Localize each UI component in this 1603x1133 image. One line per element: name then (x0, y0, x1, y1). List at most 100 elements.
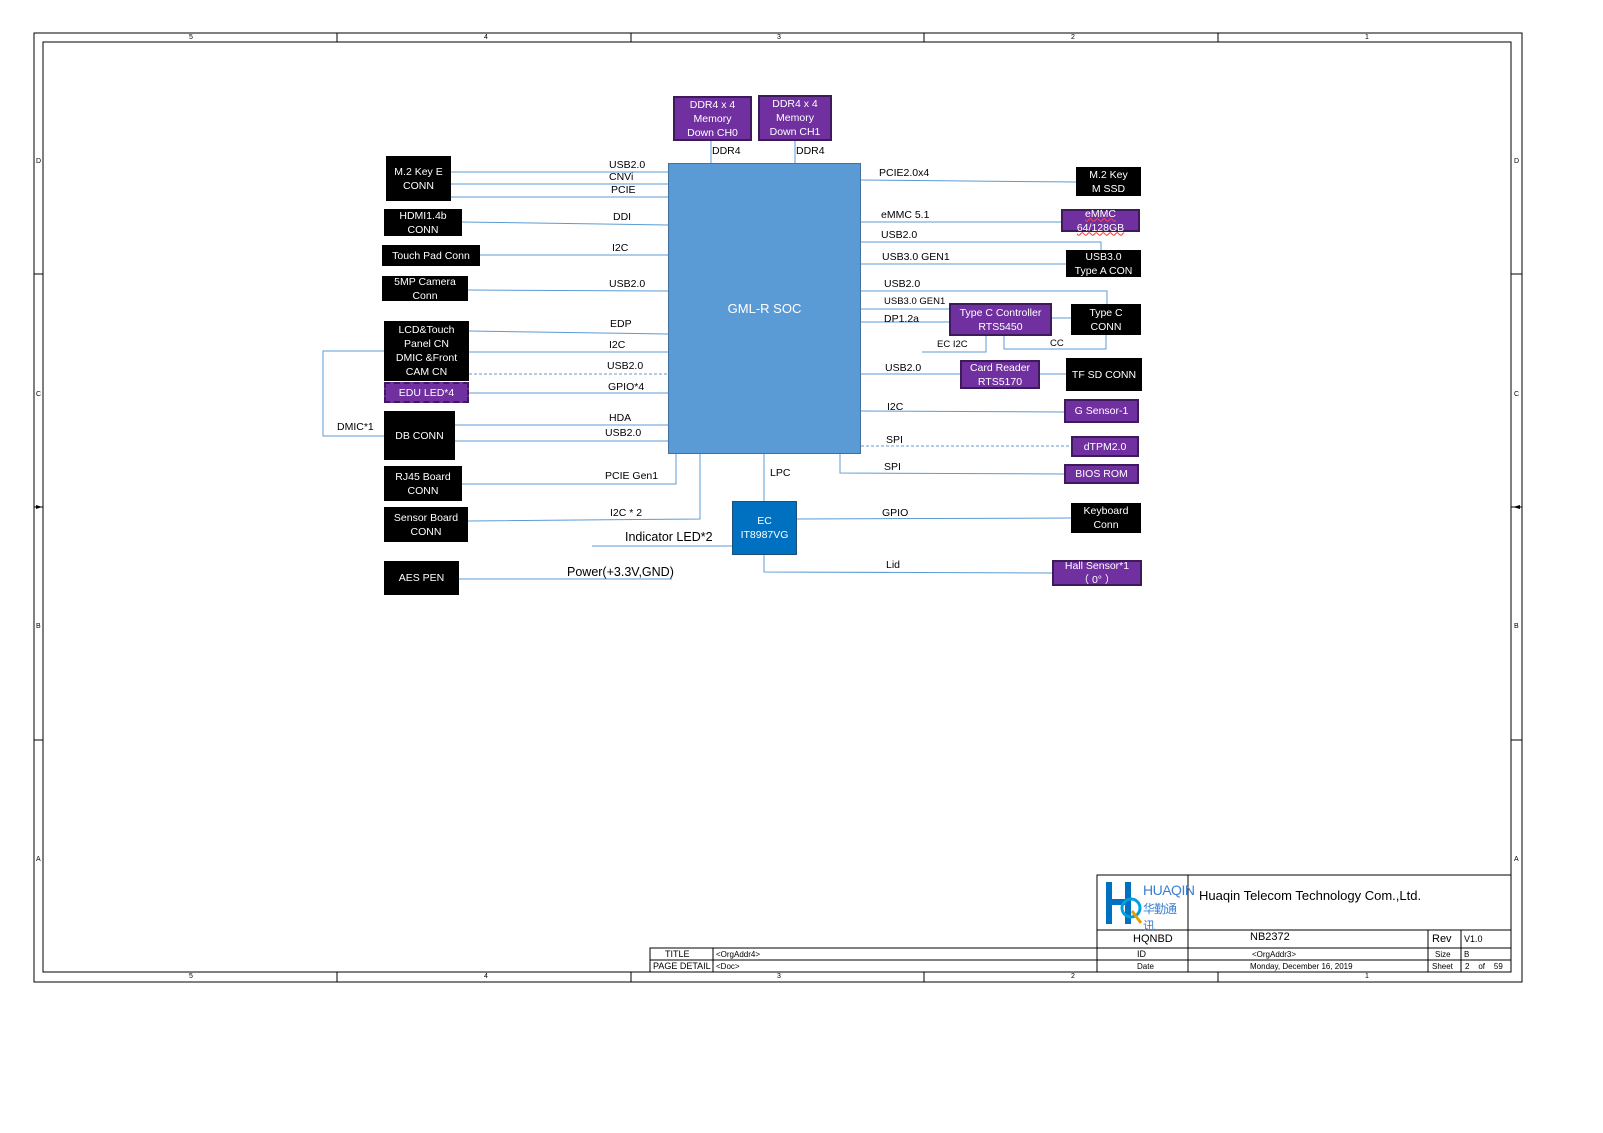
signal-label: CC (1050, 338, 1064, 349)
zone-label: C (36, 391, 42, 398)
m2-key-e-block: M.2 Key E CONN (386, 156, 451, 201)
zone-label: 1 (1365, 973, 1369, 980)
signal-label: DDR4 (712, 145, 741, 157)
hall-sensor-block: Hall Sensor*1 （ 0° ） (1052, 560, 1142, 586)
signal-label: EDP (610, 318, 632, 330)
type-c-conn-block: Type C CONN (1071, 304, 1141, 335)
signal-label: PCIE (611, 184, 636, 196)
signal-label: EC I2C (937, 339, 968, 350)
sensor-board-block: Sensor Board CONN (384, 507, 468, 542)
signal-lines (322, 141, 1108, 580)
signal-label: GPIO (882, 507, 909, 519)
aes-pen-block: AES PEN (384, 561, 459, 595)
page-detail-label: PAGE DETAIL (653, 961, 711, 971)
id-label: ID (1137, 949, 1146, 959)
page-detail-value: <Doc> (716, 962, 740, 971)
rev-label: Rev (1432, 933, 1452, 945)
signal-label: USB3.0 GEN1 (882, 251, 950, 263)
signal-label: I2C * 2 (610, 507, 643, 519)
m2-ssd-block: M.2 Key M SSD (1076, 167, 1141, 196)
zone-label: 5 (189, 34, 193, 41)
zone-label: D (1514, 158, 1520, 165)
ec-block: EC IT8987VG (732, 501, 797, 555)
signal-label: I2C (612, 242, 629, 254)
signal-label: SPI (884, 461, 901, 473)
signal-label: DDR4 (796, 145, 825, 157)
signal-label: PCIE Gen1 (605, 470, 659, 482)
signal-label: HDA (609, 412, 632, 424)
left-center-marker (36, 505, 42, 509)
signal-label: LPC (770, 467, 791, 479)
hqnbd-label: HQNBD (1133, 933, 1173, 945)
zone-label: 2 (1071, 34, 1075, 41)
signal-label: USB2.0 (609, 278, 646, 290)
company-logo: HUAQIN 华勤通讯 (1101, 878, 1195, 933)
sheet-label: Sheet (1432, 962, 1453, 971)
signal-label: USB2.0 (605, 427, 642, 439)
bios-rom-block: BIOS ROM (1064, 464, 1139, 484)
title-label: TITLE (665, 949, 690, 959)
signal-label: Indicator LED*2 (625, 530, 713, 544)
zone-label: D (36, 158, 42, 165)
usb3-type-a-block: USB3.0 Type A CON (1066, 250, 1141, 277)
date-label: Date (1137, 962, 1154, 971)
signal-label: USB3.0 GEN1 (884, 296, 946, 307)
ddr4-ch1-block: DDR4 x 4 Memory Down CH1 (758, 95, 832, 141)
g-sensor-block: G Sensor-1 (1064, 399, 1139, 423)
signal-label: USB2.0 (884, 278, 921, 290)
zone-label: 5 (189, 973, 193, 980)
signal-label: USB2.0 (607, 360, 644, 372)
signal-label: USB2.0 (885, 362, 922, 374)
title-value: <OrgAddr4> (716, 950, 761, 959)
title-block-grid (649, 874, 1512, 973)
signal-label: I2C (887, 401, 904, 413)
signal-label: DP1.2a (884, 313, 920, 325)
edu-led-block: EDU LED*4 (384, 382, 469, 403)
emmc-block: eMMC 64/128GB (1061, 207, 1140, 234)
size-label: Size (1435, 950, 1451, 959)
lcd-panel-block: LCD&Touch Panel CN DMIC &Front CAM CN (384, 321, 469, 381)
zone-label: 4 (484, 34, 488, 41)
card-reader-block: Card Reader RTS5170 (960, 360, 1040, 389)
right-center-marker (1513, 505, 1520, 509)
zone-label: B (1514, 623, 1519, 630)
signal-label: USB2.0 (881, 229, 918, 241)
camera-block: 5MP Camera Conn (382, 276, 468, 302)
zone-label: C (1514, 391, 1520, 398)
signal-label: I2C (609, 339, 626, 351)
zone-label: A (1514, 856, 1519, 863)
dtpm-block: dTPM2.0 (1071, 436, 1139, 457)
signal-label: Lid (886, 559, 901, 571)
signal-label: USB2.0 (609, 159, 646, 171)
zone-label: 4 (484, 973, 488, 980)
tf-sd-conn-block: TF SD CONN (1066, 358, 1142, 391)
signal-label: PCIE2.0x4 (879, 167, 930, 179)
hq-logo-icon (1104, 881, 1143, 925)
id-value: <OrgAddr3> (1252, 950, 1297, 959)
signal-label: GPIO*4 (608, 381, 645, 393)
soc-block: GML-R SOC (668, 163, 861, 454)
logo-chinese-text: 华勤通讯 (1143, 902, 1177, 933)
signal-label: Power(+3.3V,GND) (567, 565, 674, 579)
emmc-label: eMMC 64/128GB (1076, 207, 1125, 234)
touchpad-block: Touch Pad Conn (382, 245, 480, 266)
zone-label: 2 (1071, 973, 1075, 980)
logo-text: HUAQIN (1143, 882, 1195, 898)
zone-label: 1 (1365, 34, 1369, 41)
signal-label: eMMC 5.1 (881, 209, 930, 221)
size-value: B (1464, 950, 1470, 959)
company-name: Huaqin Telecom Technology Com.,Ltd. (1199, 888, 1422, 903)
type-c-controller-block: Type C Controller RTS5450 (949, 303, 1052, 336)
signal-label: SPI (886, 434, 903, 446)
project-number: NB2372 (1250, 931, 1290, 943)
ddr4-ch0-block: DDR4 x 4 Memory Down CH0 (673, 96, 752, 141)
signal-label: DDI (613, 211, 632, 223)
zone-label: A (36, 856, 41, 863)
zone-label: 3 (777, 34, 781, 41)
sheet-value: 2 of 59 (1465, 962, 1503, 971)
date-value: Monday, December 16, 2019 (1250, 962, 1353, 971)
db-conn-block: DB CONN (384, 411, 455, 460)
rev-value: V1.0 (1464, 934, 1483, 944)
